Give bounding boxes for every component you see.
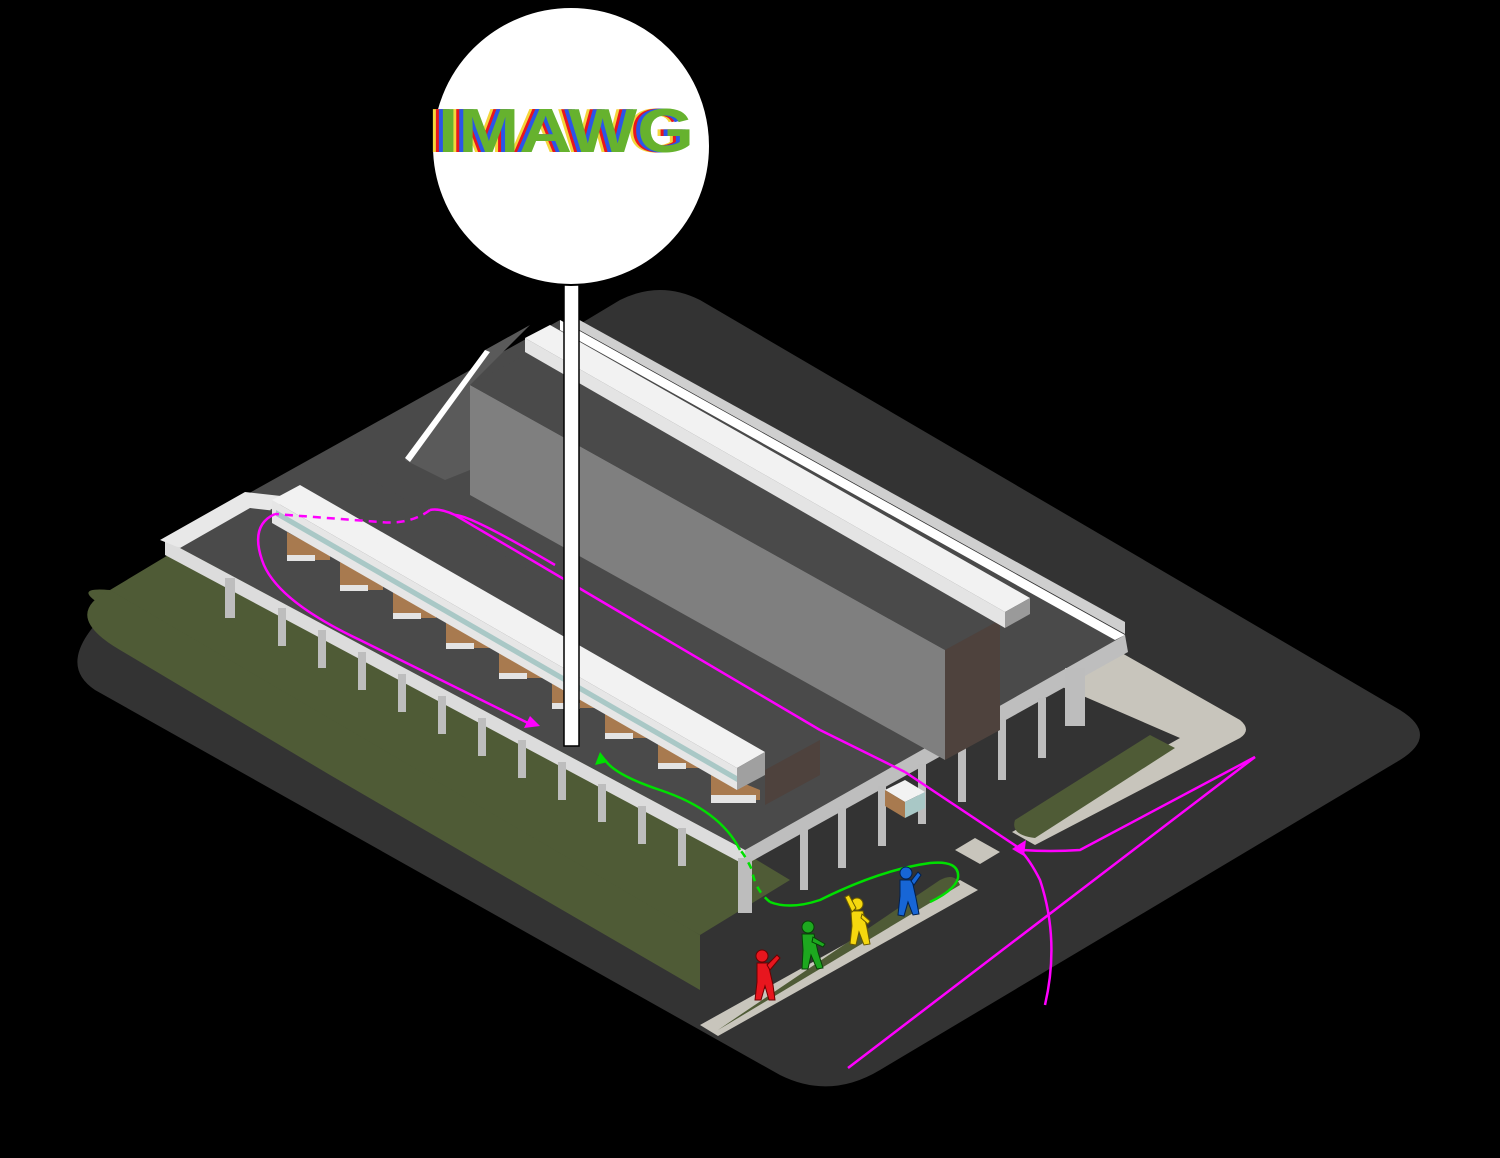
pedestrian-route xyxy=(603,759,960,907)
blue-person xyxy=(897,866,922,917)
lower-building-top xyxy=(270,465,820,780)
canopy-lower-top xyxy=(272,485,765,768)
yellow-person xyxy=(844,894,871,946)
map-pin-stem xyxy=(563,267,580,747)
map-pin-circle xyxy=(431,6,711,286)
canopy-top-side xyxy=(525,338,1005,628)
roof-edge-top xyxy=(560,320,1125,640)
booth xyxy=(885,780,925,818)
central-building-end xyxy=(945,620,1000,760)
lawn-left-base xyxy=(87,590,701,990)
canopy-lower-end xyxy=(737,752,765,790)
red-person xyxy=(754,949,781,1001)
roof-edge-front xyxy=(165,540,745,865)
green-person xyxy=(801,920,826,970)
vehicle-route xyxy=(256,508,1256,1069)
lawn-right xyxy=(1014,735,1175,838)
route-arrow-green xyxy=(595,752,608,765)
left-wing-frame xyxy=(160,492,290,548)
sidewalk-right xyxy=(1012,652,1246,845)
canopy-top-top xyxy=(525,325,1030,612)
rail-top xyxy=(565,312,1125,634)
pad xyxy=(955,838,1000,864)
canopy-top-end xyxy=(1005,598,1030,628)
ramp xyxy=(405,325,530,480)
ramp-edge xyxy=(405,350,490,462)
route-arrow-magenta-1 xyxy=(524,716,540,728)
central-building-side xyxy=(470,385,945,760)
canopy-lower-glass xyxy=(276,510,737,782)
route-arrow-magenta-2 xyxy=(1012,840,1026,856)
central-building-top xyxy=(470,355,1000,650)
lower-building-end xyxy=(765,740,820,805)
